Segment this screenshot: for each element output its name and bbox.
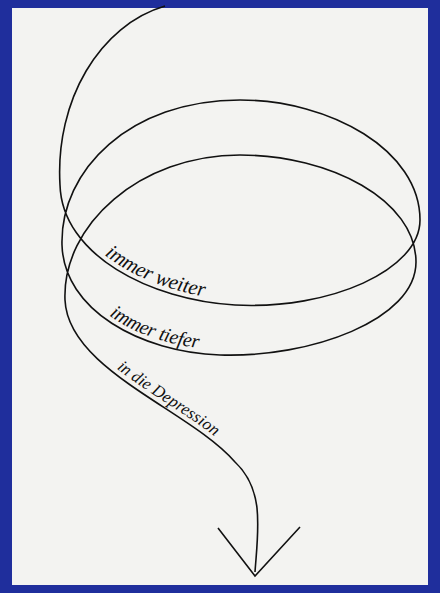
spiral-line (60, 6, 420, 572)
curve-label: immer weiter (101, 240, 208, 302)
curve-label: immer tiefer (107, 301, 201, 353)
arrow-head (218, 527, 300, 576)
curve-label: in die Depression (114, 357, 224, 440)
